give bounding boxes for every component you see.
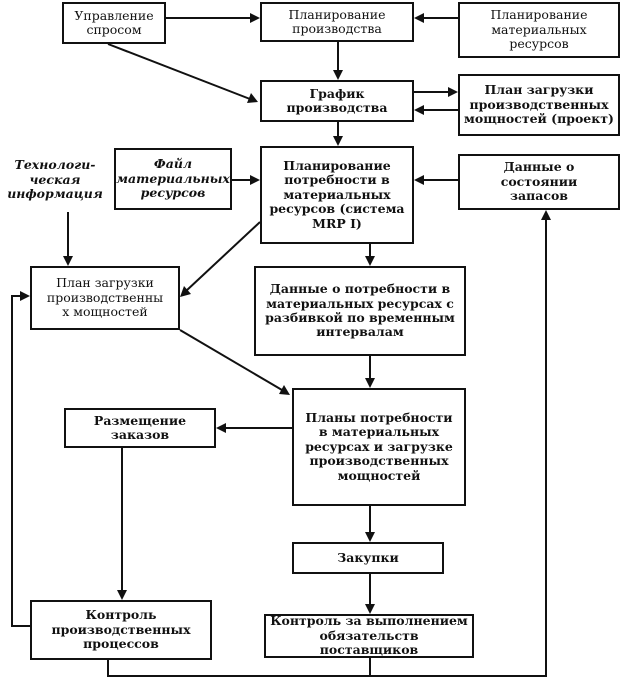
feedback-loop-inventory (107, 218, 547, 677)
inventory-status-box: Данные о состоянии запасов (458, 154, 620, 210)
arrow-demand-to-schedule (107, 43, 251, 100)
purchases-label: Закупки (337, 549, 399, 565)
arrow-capacity-to-plans (179, 329, 283, 391)
material-needs-data-box: Данные о потребности в материальных ресу… (254, 266, 466, 356)
mrp-planning-box: Планирование потребности в материальных … (260, 146, 414, 244)
needs-and-load-plans-box: Планы потребности в материальных ресурса… (292, 388, 466, 506)
supplier-control-box: Контроль за выполнением обязательств пос… (264, 614, 474, 658)
supplier-control-label: Контроль за выполнением обязательств пос… (270, 613, 468, 658)
demand-management-label: Управление спросом (74, 7, 154, 37)
needs-and-load-plans-label: Планы потребности в материальных ресурса… (305, 410, 453, 483)
capacity-plan-box: План загрузки производственны х мощносте… (30, 266, 180, 330)
arrow-mrp-to-capacity (185, 221, 261, 292)
demand-management-box: Управление спросом (62, 2, 166, 44)
order-placement-label: Размещение заказов (93, 412, 187, 442)
technological-info-box: Технологи- ческая информация (2, 148, 108, 212)
capacity-plan-project-box: План загрузки производственных мощностей… (458, 74, 620, 136)
production-schedule-label: График производства (286, 85, 388, 115)
material-resources-planning-label: Планирование материальных ресурсов (490, 7, 588, 52)
inventory-status-label: Данные о состоянии запасов (500, 159, 578, 204)
capacity-plan-label: План загрузки производственны х мощносте… (46, 275, 164, 320)
material-resources-planning-box: Планирование материальных ресурсов (458, 2, 620, 58)
order-placement-box: Размещение заказов (64, 408, 216, 448)
material-resources-file-label: Файл материальных ресурсов (116, 156, 230, 201)
purchases-box: Закупки (292, 542, 444, 574)
production-schedule-box: График производства (260, 80, 414, 122)
production-planning-label: Планирование производства (288, 6, 386, 36)
production-planning-box: Планирование производства (260, 2, 414, 42)
technological-info-label: Технологи- ческая информация (7, 157, 103, 202)
capacity-plan-project-label: План загрузки производственных мощностей… (464, 82, 614, 127)
production-control-box: Контроль производственных процессов (30, 600, 212, 660)
material-needs-data-label: Данные о потребности в материальных ресу… (265, 281, 455, 340)
mrp-planning-label: Планирование потребности в материальных … (269, 158, 405, 231)
production-control-label: Контроль производственных процессов (51, 607, 191, 652)
feedback-loop-production (11, 295, 30, 627)
material-resources-file-box: Файл материальных ресурсов (114, 148, 232, 210)
